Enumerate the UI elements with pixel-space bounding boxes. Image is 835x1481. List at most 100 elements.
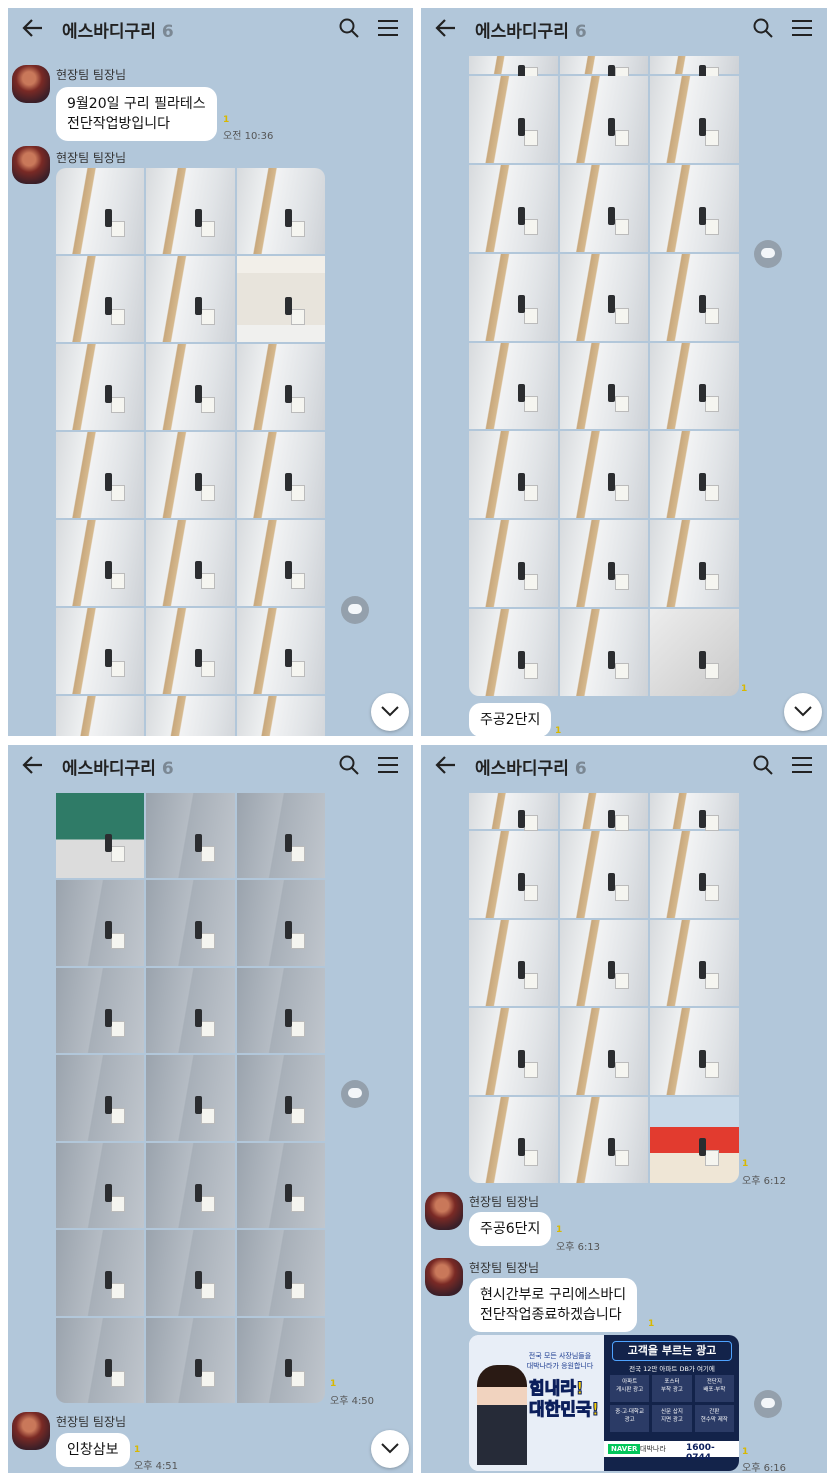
photo-thumbnail[interactable] bbox=[236, 1142, 325, 1229]
photo-thumbnail[interactable] bbox=[146, 1230, 235, 1316]
photo-thumbnail[interactable] bbox=[650, 342, 739, 430]
photo-thumbnail[interactable] bbox=[56, 880, 145, 966]
avatar[interactable] bbox=[425, 1258, 463, 1296]
photo-thumbnail[interactable] bbox=[236, 256, 325, 342]
photo-thumbnail[interactable] bbox=[650, 431, 739, 519]
photo-thumbnail[interactable] bbox=[236, 1230, 325, 1316]
photo-thumbnail[interactable] bbox=[650, 831, 739, 918]
photo-thumbnail[interactable] bbox=[469, 1096, 558, 1183]
chat-bubble-icon[interactable] bbox=[341, 596, 369, 624]
photo-thumbnail[interactable] bbox=[56, 967, 145, 1054]
photo-thumbnail[interactable] bbox=[469, 793, 558, 832]
photo-thumbnail[interactable] bbox=[146, 696, 235, 736]
photo-thumbnail[interactable] bbox=[559, 1096, 649, 1183]
photo-thumbnail[interactable] bbox=[146, 168, 235, 254]
photo-thumbnail[interactable] bbox=[650, 76, 739, 163]
photo-thumbnail[interactable] bbox=[236, 168, 325, 254]
hamburger-menu-icon[interactable] bbox=[791, 755, 813, 775]
photo-thumbnail[interactable] bbox=[56, 696, 145, 736]
photo-thumbnail[interactable] bbox=[56, 344, 145, 430]
message-bubble[interactable]: 9월20일 구리 필라테스 전단작업방입니다 bbox=[56, 87, 217, 141]
photo-thumbnail[interactable] bbox=[650, 164, 739, 252]
photo-thumbnail[interactable] bbox=[469, 342, 558, 430]
photo-thumbnail[interactable] bbox=[146, 256, 235, 342]
message-bubble[interactable]: 현시간부로 구리에스바디 전단작업종료하겠습니다 bbox=[469, 1278, 638, 1332]
ad-image[interactable]: 전국 모든 사장님들을 대박나라가 응원합니다 힘내라! 대한민국! 고객을 부… bbox=[469, 1335, 739, 1471]
photo-thumbnail[interactable] bbox=[650, 609, 739, 696]
chat-bubble-icon[interactable] bbox=[341, 1080, 369, 1108]
photo-thumbnail[interactable] bbox=[559, 919, 649, 1006]
photo-thumbnail[interactable] bbox=[236, 880, 325, 966]
photo-album[interactable] bbox=[469, 793, 739, 1183]
photo-thumbnail[interactable] bbox=[56, 608, 145, 694]
message-bubble[interactable]: 주공6단지 bbox=[469, 1212, 552, 1246]
photo-thumbnail[interactable] bbox=[650, 56, 739, 84]
chat-bubble-icon[interactable] bbox=[754, 240, 782, 268]
hamburger-menu-icon[interactable] bbox=[377, 755, 399, 775]
photo-thumbnail[interactable] bbox=[56, 432, 145, 518]
photo-thumbnail[interactable] bbox=[559, 1008, 649, 1095]
photo-thumbnail[interactable] bbox=[146, 880, 235, 966]
avatar[interactable] bbox=[12, 1412, 50, 1450]
photo-thumbnail[interactable] bbox=[469, 164, 558, 252]
scroll-down-button[interactable] bbox=[784, 693, 822, 731]
photo-thumbnail[interactable] bbox=[56, 793, 145, 879]
scroll-down-button[interactable] bbox=[371, 693, 409, 731]
photo-thumbnail[interactable] bbox=[236, 432, 325, 518]
photo-thumbnail[interactable] bbox=[146, 793, 235, 879]
photo-thumbnail[interactable] bbox=[650, 1096, 739, 1183]
hamburger-menu-icon[interactable] bbox=[377, 18, 399, 38]
photo-thumbnail[interactable] bbox=[559, 253, 649, 341]
photo-thumbnail[interactable] bbox=[559, 831, 649, 918]
search-icon[interactable] bbox=[753, 755, 773, 775]
photo-thumbnail[interactable] bbox=[56, 256, 145, 342]
arrow-left-icon[interactable] bbox=[22, 754, 44, 776]
photo-thumbnail[interactable] bbox=[56, 1317, 145, 1403]
photo-thumbnail[interactable] bbox=[559, 164, 649, 252]
photo-thumbnail[interactable] bbox=[146, 520, 235, 606]
photo-thumbnail[interactable] bbox=[146, 344, 235, 430]
photo-thumbnail[interactable] bbox=[469, 831, 558, 918]
hamburger-menu-icon[interactable] bbox=[791, 18, 813, 38]
avatar[interactable] bbox=[12, 65, 50, 103]
search-icon[interactable] bbox=[339, 755, 359, 775]
photo-thumbnail[interactable] bbox=[469, 76, 558, 163]
photo-album[interactable] bbox=[56, 793, 325, 1403]
photo-thumbnail[interactable] bbox=[56, 168, 145, 254]
photo-thumbnail[interactable] bbox=[236, 344, 325, 430]
arrow-left-icon[interactable] bbox=[435, 17, 457, 39]
photo-thumbnail[interactable] bbox=[146, 432, 235, 518]
photo-thumbnail[interactable] bbox=[559, 793, 649, 832]
arrow-left-icon[interactable] bbox=[435, 754, 457, 776]
photo-thumbnail[interactable] bbox=[469, 919, 558, 1006]
photo-thumbnail[interactable] bbox=[236, 1055, 325, 1141]
photo-thumbnail[interactable] bbox=[469, 609, 558, 696]
photo-thumbnail[interactable] bbox=[236, 793, 325, 879]
photo-thumbnail[interactable] bbox=[559, 342, 649, 430]
photo-thumbnail[interactable] bbox=[56, 1142, 145, 1229]
message-bubble[interactable]: 주공2단지 bbox=[469, 703, 552, 736]
photo-thumbnail[interactable] bbox=[469, 56, 558, 84]
scroll-down-button[interactable] bbox=[371, 1430, 409, 1468]
photo-thumbnail[interactable] bbox=[650, 520, 739, 608]
photo-thumbnail[interactable] bbox=[236, 967, 325, 1054]
photo-thumbnail[interactable] bbox=[650, 1008, 739, 1095]
photo-thumbnail[interactable] bbox=[469, 431, 558, 519]
photo-thumbnail[interactable] bbox=[236, 1317, 325, 1403]
photo-thumbnail[interactable] bbox=[559, 56, 649, 84]
photo-thumbnail[interactable] bbox=[146, 1317, 235, 1403]
photo-thumbnail[interactable] bbox=[236, 608, 325, 694]
search-icon[interactable] bbox=[753, 18, 773, 38]
photo-thumbnail[interactable] bbox=[236, 696, 325, 736]
photo-thumbnail[interactable] bbox=[650, 793, 739, 832]
photo-thumbnail[interactable] bbox=[146, 1055, 235, 1141]
avatar[interactable] bbox=[425, 1192, 463, 1230]
photo-thumbnail[interactable] bbox=[469, 1008, 558, 1095]
photo-thumbnail[interactable] bbox=[650, 253, 739, 341]
arrow-left-icon[interactable] bbox=[22, 17, 44, 39]
avatar[interactable] bbox=[12, 146, 50, 184]
photo-thumbnail[interactable] bbox=[236, 520, 325, 606]
photo-thumbnail[interactable] bbox=[56, 1055, 145, 1141]
photo-thumbnail[interactable] bbox=[469, 253, 558, 341]
photo-thumbnail[interactable] bbox=[559, 609, 649, 696]
